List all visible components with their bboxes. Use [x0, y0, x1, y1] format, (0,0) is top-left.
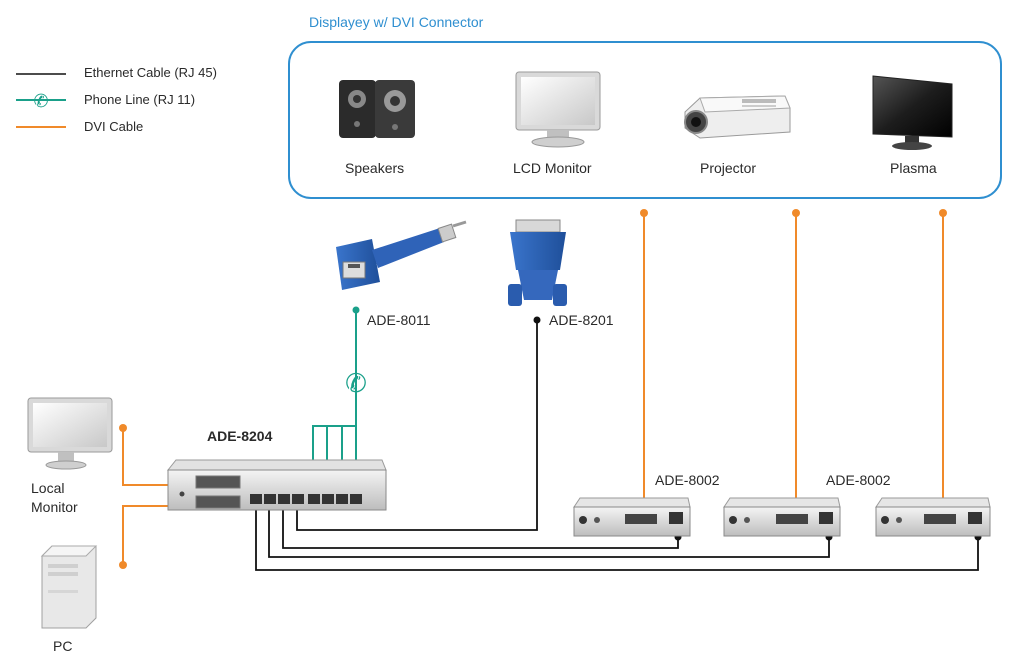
legend-ethernet-label: Ethernet Cable (RJ 45): [84, 65, 217, 80]
legend-phone-label: Phone Line (RJ 11): [84, 92, 196, 107]
projector-label: Projector: [700, 160, 757, 176]
display-group-box: [288, 41, 1002, 199]
speakers-label: Speakers: [345, 160, 405, 176]
plasma-label: Plasma: [890, 160, 937, 176]
ade-8201-label: ADE-8201: [549, 312, 614, 328]
legend-dvi-label: DVI Cable: [84, 119, 144, 134]
display-group-title: Displayey w/ DVI Connector: [309, 14, 484, 30]
ade-8002-receiver-2: [723, 497, 841, 537]
ade-8011-label: ADE-8011: [367, 312, 431, 328]
local-monitor-label-line2: Monitor: [31, 499, 78, 515]
lcd-monitor-label: LCD Monitor: [513, 160, 592, 176]
speakers-icon: [339, 80, 415, 138]
ade-8002-receiver-1: [573, 497, 691, 537]
ade-8002-label-2: ADE-8002: [826, 472, 891, 488]
lcd-monitor-icon: [515, 71, 601, 148]
legend-phone-icon: ✆: [33, 91, 48, 112]
local-monitor-icon: [27, 397, 113, 470]
ade-8204-switch: [166, 459, 387, 511]
pc-label: PC: [53, 638, 73, 654]
plasma-icon: [872, 75, 953, 150]
projector-icon: [684, 95, 791, 139]
dvi-adapter-icon: [508, 219, 567, 306]
ade-8204-label: ADE-8204: [207, 428, 273, 444]
ade-8002-receiver-3: [875, 497, 991, 537]
rj11-adapter-icon: [336, 220, 467, 290]
ade-8002-label-1: ADE-8002: [655, 472, 720, 488]
pc-tower-icon: [40, 545, 98, 629]
local-monitor-label-line1: Local: [31, 480, 65, 496]
svg-text:✆: ✆: [345, 369, 367, 399]
